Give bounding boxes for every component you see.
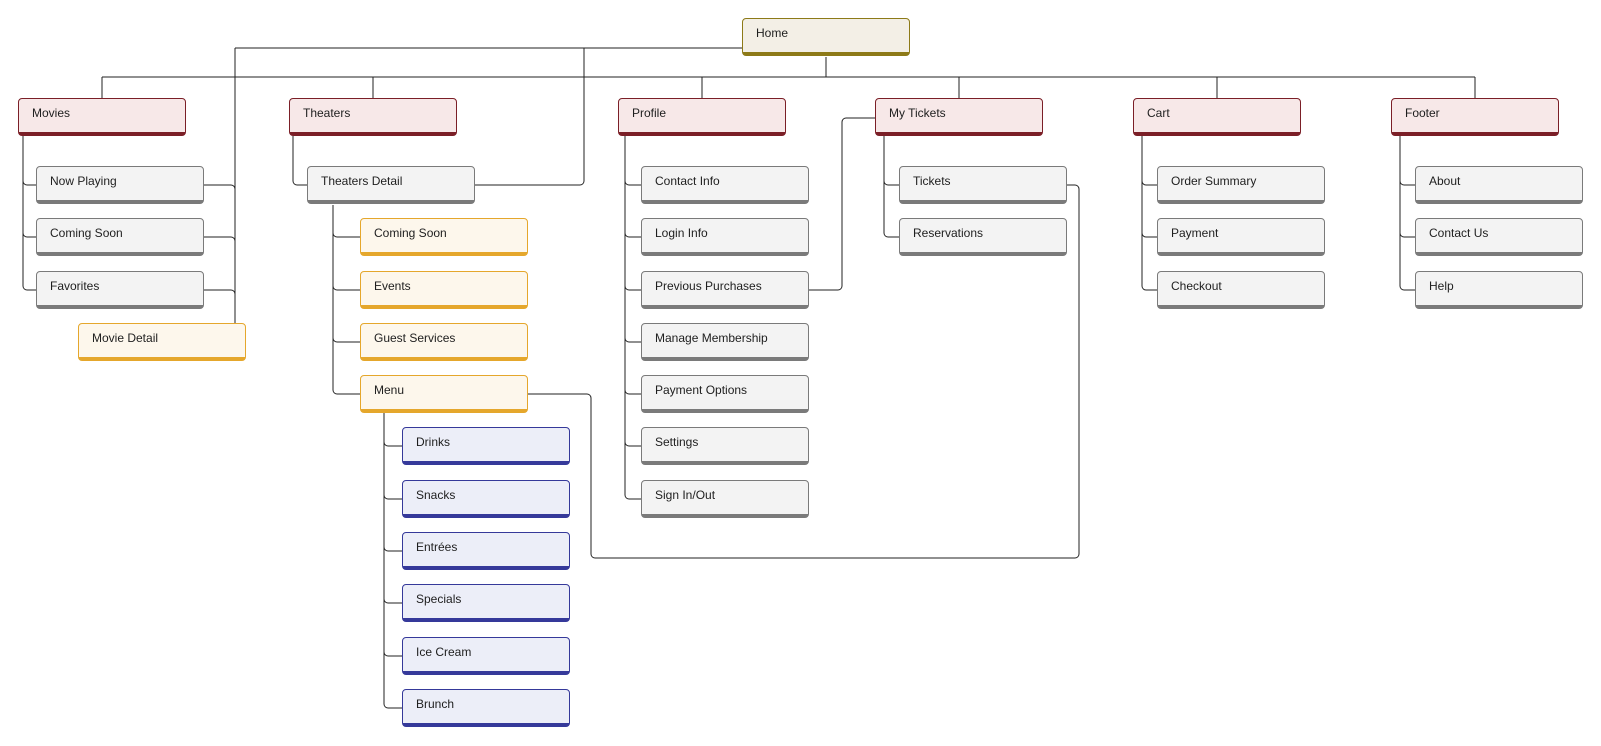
node-theaters: Theaters — [289, 98, 457, 136]
node-label: Specials — [416, 591, 462, 606]
node-label: Coming Soon — [50, 225, 123, 240]
node-label: Theaters Detail — [321, 173, 403, 188]
node-profile: Profile — [618, 98, 786, 136]
node-label: Now Playing — [50, 173, 117, 188]
node-about: About — [1415, 166, 1583, 204]
node-entrees: Entrées — [402, 532, 570, 570]
node-label: Movie Detail — [92, 330, 159, 345]
node-login-info: Login Info — [641, 218, 809, 256]
node-label: Home — [756, 25, 789, 40]
node-movie-detail: Movie Detail — [78, 323, 246, 361]
node-label: Sign In/Out — [655, 487, 716, 502]
node-specials: Specials — [402, 584, 570, 622]
node-sign-in-out: Sign In/Out — [641, 480, 809, 518]
node-theater-coming-soon: Coming Soon — [360, 218, 528, 256]
node-label: Favorites — [50, 278, 100, 293]
node-label: Coming Soon — [374, 225, 447, 240]
node-movies: Movies — [18, 98, 186, 136]
node-label: Brunch — [416, 696, 455, 711]
node-label: Contact Info — [655, 173, 720, 188]
node-label: Theaters — [303, 105, 351, 120]
node-label: Previous Purchases — [655, 278, 762, 293]
connector-cart-children — [1141, 136, 1157, 291]
node-label: Drinks — [416, 434, 451, 449]
connector-menu-to-tickets — [528, 184, 1080, 559]
connector-movies-children — [22, 136, 36, 291]
node-label: Footer — [1405, 105, 1440, 120]
connector-profile-children — [624, 136, 641, 500]
node-menu: Menu — [360, 375, 528, 413]
node-label: Entrées — [416, 539, 458, 554]
node-label: Manage Membership — [655, 330, 768, 345]
node-help: Help — [1415, 271, 1583, 309]
node-label: Tickets — [913, 173, 951, 188]
node-label: About — [1429, 173, 1461, 188]
node-cart: Cart — [1133, 98, 1301, 136]
node-coming-soon: Coming Soon — [36, 218, 204, 256]
connector-my-tickets-children — [883, 136, 899, 238]
node-label: Cart — [1147, 105, 1170, 120]
node-reservations: Reservations — [899, 218, 1067, 256]
node-label: Payment Options — [655, 382, 748, 397]
node-label: Menu — [374, 382, 405, 397]
connector-footer-children — [1399, 136, 1415, 291]
node-label: Help — [1429, 278, 1454, 293]
node-label: Login Info — [655, 225, 708, 240]
connector-home-theaters-detail — [475, 48, 585, 186]
node-label: Payment — [1171, 225, 1219, 240]
node-settings: Settings — [641, 427, 809, 465]
node-payment-options: Payment Options — [641, 375, 809, 413]
node-label: Contact Us — [1429, 225, 1489, 240]
node-my-tickets: My Tickets — [875, 98, 1043, 136]
node-label: Order Summary — [1171, 173, 1257, 188]
node-events: Events — [360, 271, 528, 309]
node-checkout: Checkout — [1157, 271, 1325, 309]
connector-movies-to-detail — [204, 184, 236, 323]
node-label: Events — [374, 278, 411, 293]
node-favorites: Favorites — [36, 271, 204, 309]
node-home: Home — [742, 18, 910, 56]
node-contact-us: Contact Us — [1415, 218, 1583, 256]
node-snacks: Snacks — [402, 480, 570, 518]
node-label: Settings — [655, 434, 699, 449]
node-drinks: Drinks — [402, 427, 570, 465]
node-footer: Footer — [1391, 98, 1559, 136]
node-theaters-detail: Theaters Detail — [307, 166, 475, 204]
node-label: Ice Cream — [416, 644, 472, 659]
node-label: Snacks — [416, 487, 456, 502]
connector-menu-children — [383, 413, 402, 709]
node-manage-membership: Manage Membership — [641, 323, 809, 361]
node-label: My Tickets — [889, 105, 946, 120]
connector-theaters-detail — [292, 136, 307, 186]
node-label: Profile — [632, 105, 667, 120]
node-order-summary: Order Summary — [1157, 166, 1325, 204]
connector-theaters-detail-children — [332, 205, 360, 395]
node-now-playing: Now Playing — [36, 166, 204, 204]
node-label: Reservations — [913, 225, 984, 240]
node-ice-cream: Ice Cream — [402, 637, 570, 675]
node-previous-purchases: Previous Purchases — [641, 271, 809, 309]
node-label: Movies — [32, 105, 71, 120]
node-label: Checkout — [1171, 278, 1222, 293]
node-contact-info: Contact Info — [641, 166, 809, 204]
connector-purchases-to-my-tickets — [808, 117, 877, 291]
node-brunch: Brunch — [402, 689, 570, 727]
node-tickets: Tickets — [899, 166, 1067, 204]
node-label: Guest Services — [374, 330, 456, 345]
node-payment: Payment — [1157, 218, 1325, 256]
node-guest-services: Guest Services — [360, 323, 528, 361]
